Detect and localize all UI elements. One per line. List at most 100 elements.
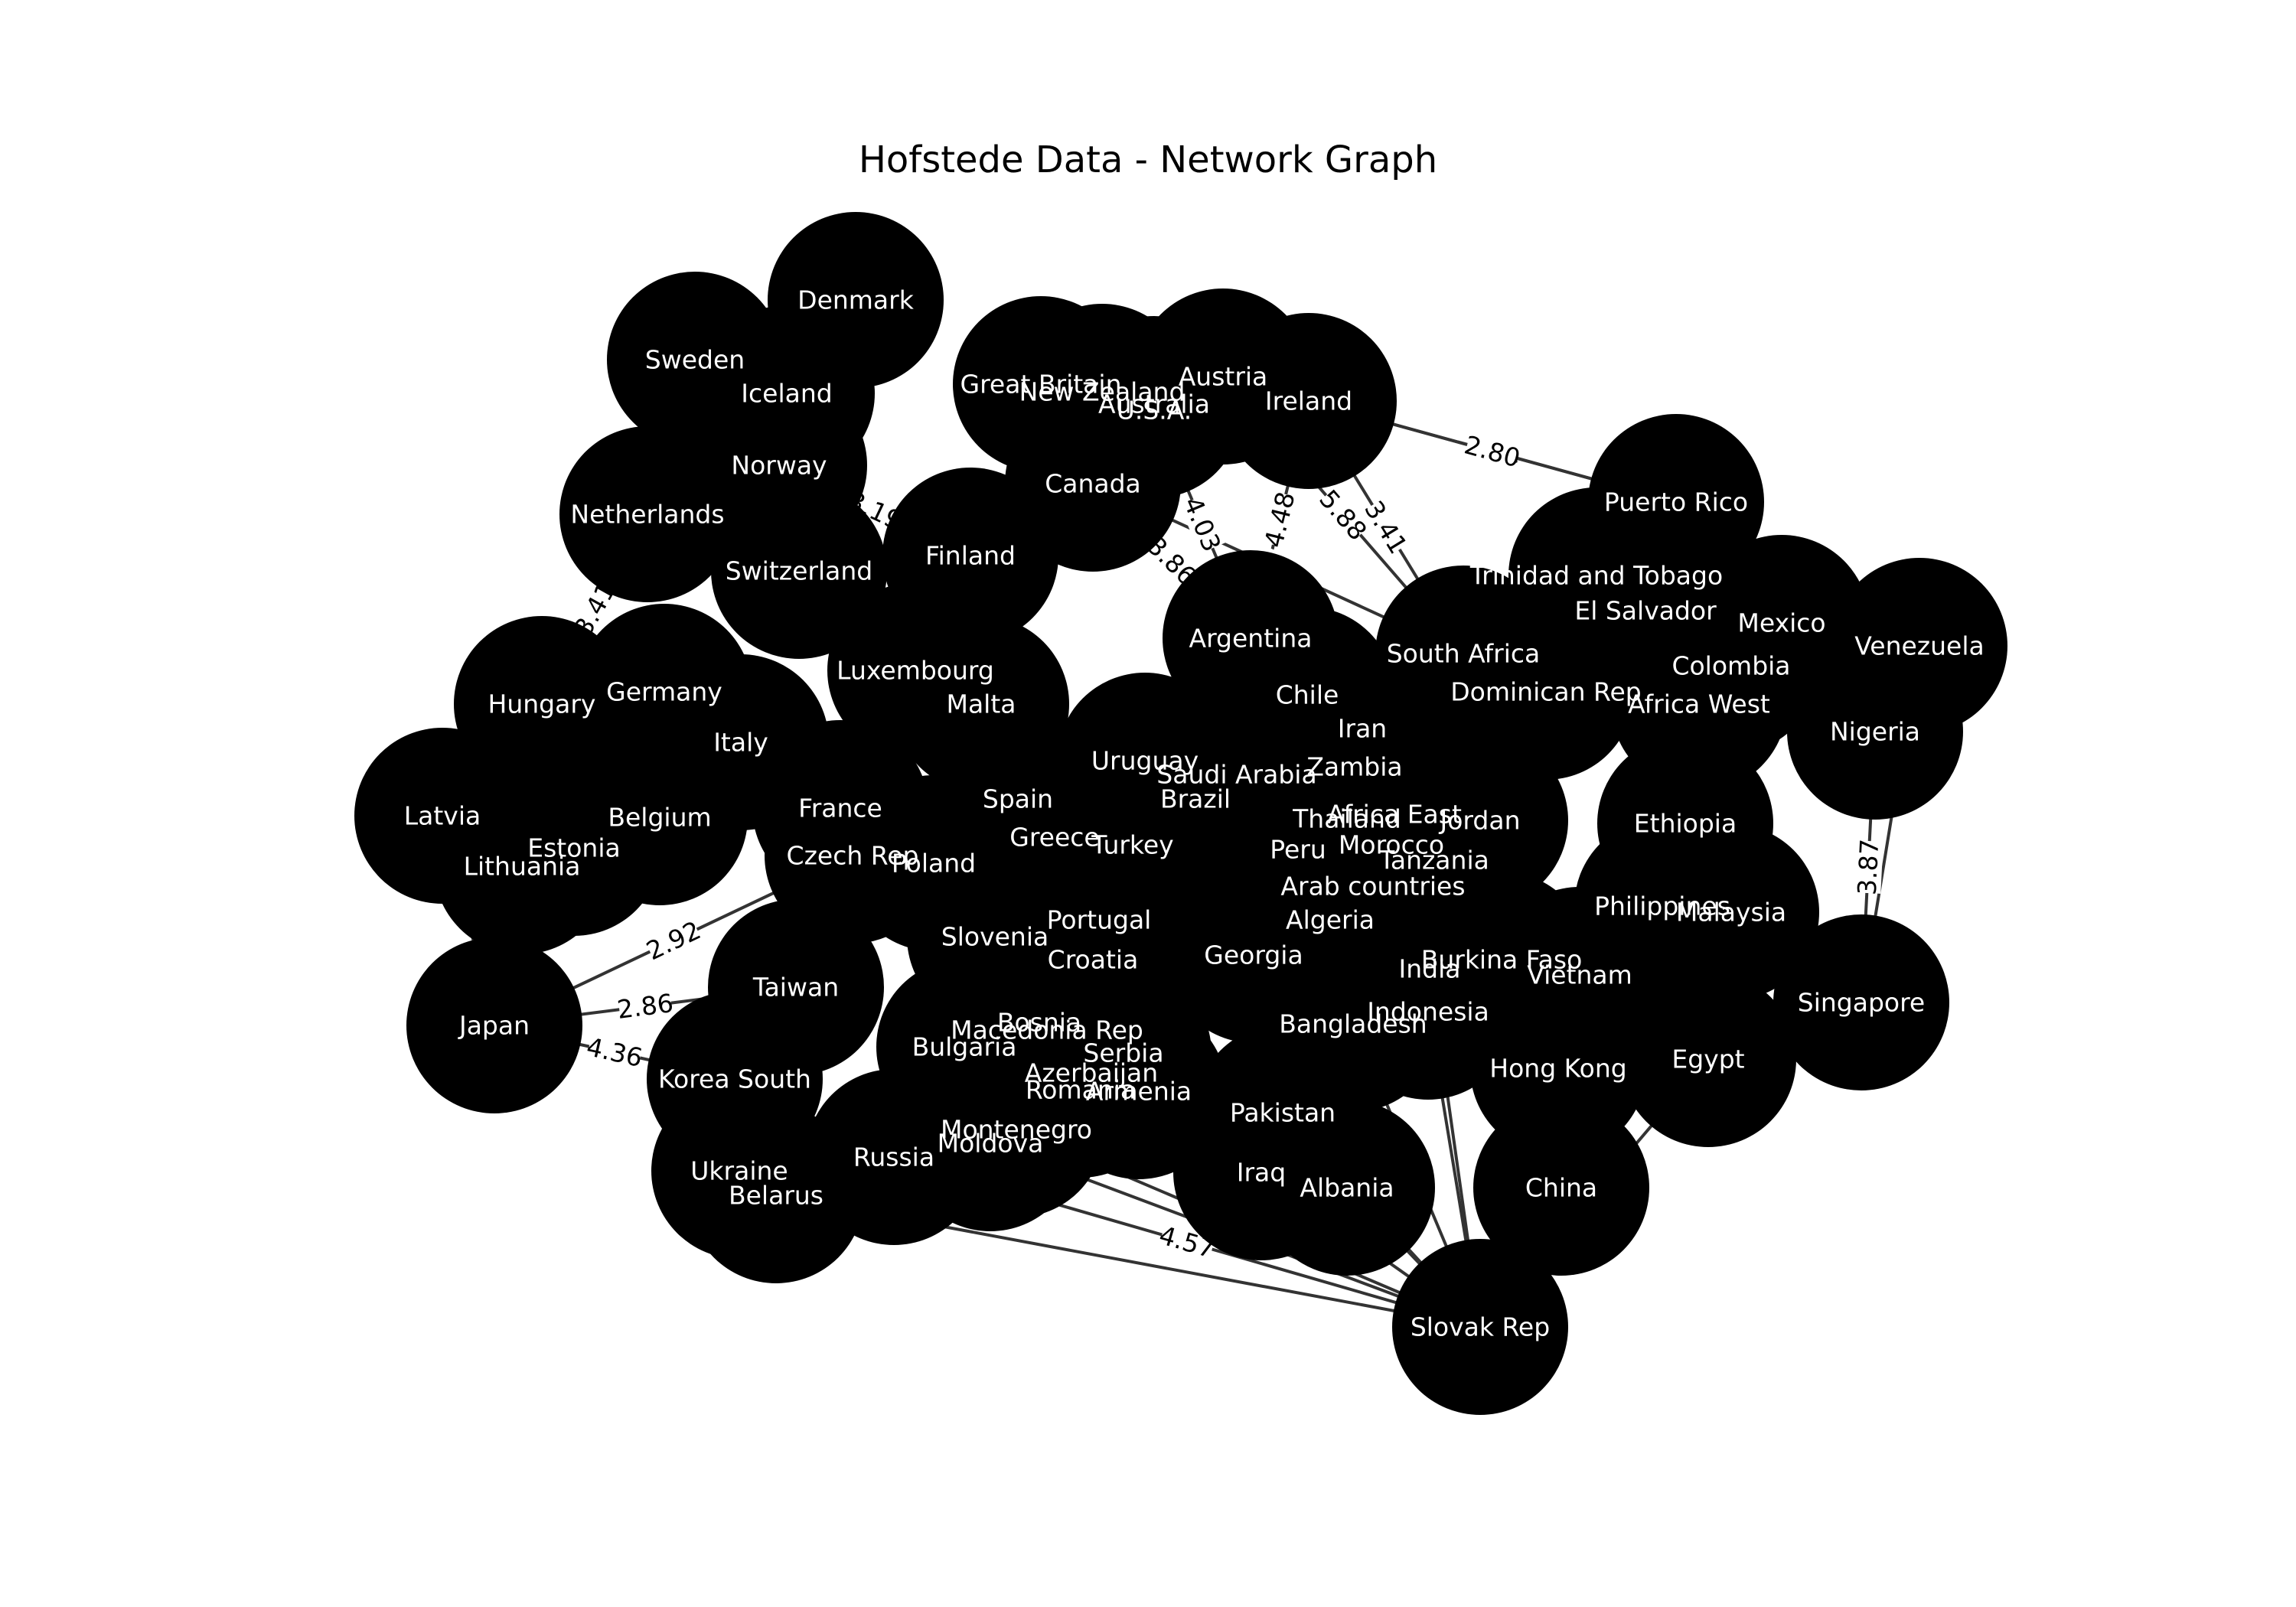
node-label-latvia: Latvia (404, 801, 481, 831)
node-label-hong-kong: Hong Kong (1489, 1054, 1626, 1084)
node-circle (1473, 1100, 1649, 1276)
node-label-taiwan: Taiwan (752, 973, 839, 1002)
node-singapore (1773, 914, 1949, 1090)
node-circle (1221, 313, 1397, 489)
node-label-lithuania: Lithuania (464, 852, 581, 882)
node-label-uruguay: Uruguay (1091, 746, 1199, 776)
node-lithuania (434, 778, 610, 954)
node-label-czech-rep: Czech Rep (787, 841, 919, 871)
node-label-south-africa: South Africa (1387, 639, 1541, 669)
node-moldova (902, 1055, 1078, 1231)
node-label-chile: Chile (1276, 680, 1339, 710)
node-label-turkey: Turkey (1091, 830, 1173, 860)
node-label-romania: Romania (1026, 1075, 1136, 1105)
node-label-germany: Germany (606, 677, 722, 707)
edge-label-background (643, 915, 703, 964)
edge-label-group: 3.87 (1851, 838, 1885, 896)
node-label-austria: Austria (1179, 362, 1268, 392)
node-label-dominican-rep: Dominican Rep (1450, 677, 1641, 707)
node-label-thailand: Thailand (1292, 804, 1401, 834)
node-label-new-zealand: New Zealand (1019, 377, 1186, 407)
node-label-bosnia: Bosnia (997, 1008, 1081, 1038)
edge-label-background (568, 579, 620, 639)
node-label-jordan: Jordan (1439, 806, 1521, 836)
node-label-azerbaijan: Azerbaijan (1025, 1058, 1158, 1088)
node-label-saudi-arabia: Saudi Arabia (1156, 760, 1316, 790)
edge-label-background (1463, 429, 1522, 472)
edge-label-background (1360, 497, 1413, 557)
node-japan (406, 937, 582, 1113)
node-label-canada: Canada (1045, 469, 1141, 499)
node-label-tanzania: Tanzania (1378, 846, 1489, 875)
node-label-ireland: Ireland (1265, 386, 1352, 416)
node-label-puerto-rico: Puerto Rico (1604, 487, 1748, 517)
node-label-morocco: Morocco (1339, 830, 1444, 860)
node-label-serbia: Serbia (1083, 1038, 1163, 1068)
node-label-egypt: Egypt (1671, 1045, 1744, 1074)
node-label-vietnam: Vietnam (1527, 960, 1632, 990)
node-label-iraq: Iraq (1237, 1158, 1286, 1188)
node-label-philippines: Philippines (1594, 892, 1730, 921)
node-label-belarus: Belarus (729, 1181, 823, 1211)
node-label-armenia: Armenia (1086, 1077, 1192, 1107)
node-label-singapore: Singapore (1798, 988, 1925, 1018)
node-label-albania: Albania (1300, 1173, 1394, 1203)
node-label-peru: Peru (1270, 835, 1326, 865)
node-label-australia: Australia (1098, 390, 1210, 419)
node-label-mexico: Mexico (1737, 608, 1825, 638)
node-malaysia (1643, 824, 1819, 1000)
node-label-burkina-faso: Burkina Faso (1421, 945, 1583, 975)
node-label-korea-south: Korea South (658, 1064, 811, 1094)
node-label-croatia: Croatia (1048, 945, 1139, 975)
node-label-moldova: Moldova (938, 1129, 1044, 1159)
node-label-venezuela: Venezuela (1854, 631, 1984, 661)
node-label-estonia: Estonia (527, 833, 620, 863)
node-circle (711, 483, 887, 659)
node-label-spain: Spain (983, 784, 1053, 814)
node-label-luxembourg: Luxembourg (837, 656, 994, 686)
node-label-macedonia-rep: Macedonia Rep (951, 1015, 1143, 1045)
node-label-zambia: Zambia (1306, 752, 1402, 782)
node-circle (1620, 971, 1796, 1147)
node-label-africa-west: Africa West (1628, 689, 1770, 719)
node-label-montenegro: Montenegro (941, 1115, 1092, 1145)
edge-label-background (1851, 840, 1883, 894)
node-label-japan: Japan (458, 1011, 530, 1041)
node-egypt (1620, 971, 1796, 1147)
node-label-algeria: Algeria (1286, 905, 1375, 935)
edge-weight-label: 2.92 (641, 915, 705, 966)
node-label-russia: Russia (853, 1143, 934, 1172)
node-circle (1259, 1100, 1435, 1276)
node-label-brazil: Brazil (1160, 784, 1231, 814)
edge-label-background (1179, 494, 1227, 554)
node-nigeria (1787, 644, 1963, 820)
node-circle (1005, 396, 1181, 572)
node-label-georgia: Georgia (1204, 940, 1303, 970)
node-label-trinidad-and-tobago: Trinidad and Tobago (1469, 561, 1723, 591)
node-label-u-s-a: U.S.A. (1117, 396, 1192, 425)
node-label-greece: Greece (1009, 823, 1099, 852)
node-label-finland: Finland (925, 541, 1016, 571)
edge-weight-label: 3.87 (1852, 838, 1885, 895)
edge-label-group: 4.48 (1258, 489, 1300, 551)
edge-weight-label: 4.03 (1178, 493, 1228, 556)
node-label-ukraine: Ukraine (690, 1156, 788, 1186)
node-label-denmark: Denmark (797, 285, 915, 315)
node-label-iran: Iran (1338, 714, 1387, 744)
node-label-bangladesh: Bangladesh (1279, 1009, 1427, 1039)
edge-label-background (1143, 531, 1202, 589)
edge-label-background (1258, 491, 1300, 549)
node-circle (434, 778, 610, 954)
node-circle (1392, 1239, 1568, 1415)
node-circle (559, 426, 735, 602)
node-label-portugal: Portugal (1047, 905, 1152, 935)
node-label-slovenia: Slovenia (941, 922, 1049, 952)
edge-label-group: 4.03 (1178, 493, 1228, 556)
node-label-china: China (1525, 1173, 1597, 1203)
node-circle (1773, 914, 1949, 1090)
edge-label-group: 2.80 (1461, 429, 1523, 473)
graph-title: Hofstede Data - Network Graph (859, 139, 1437, 181)
edge-label-group: 2.92 (641, 915, 705, 966)
node-label-bulgaria: Bulgaria (912, 1032, 1017, 1062)
